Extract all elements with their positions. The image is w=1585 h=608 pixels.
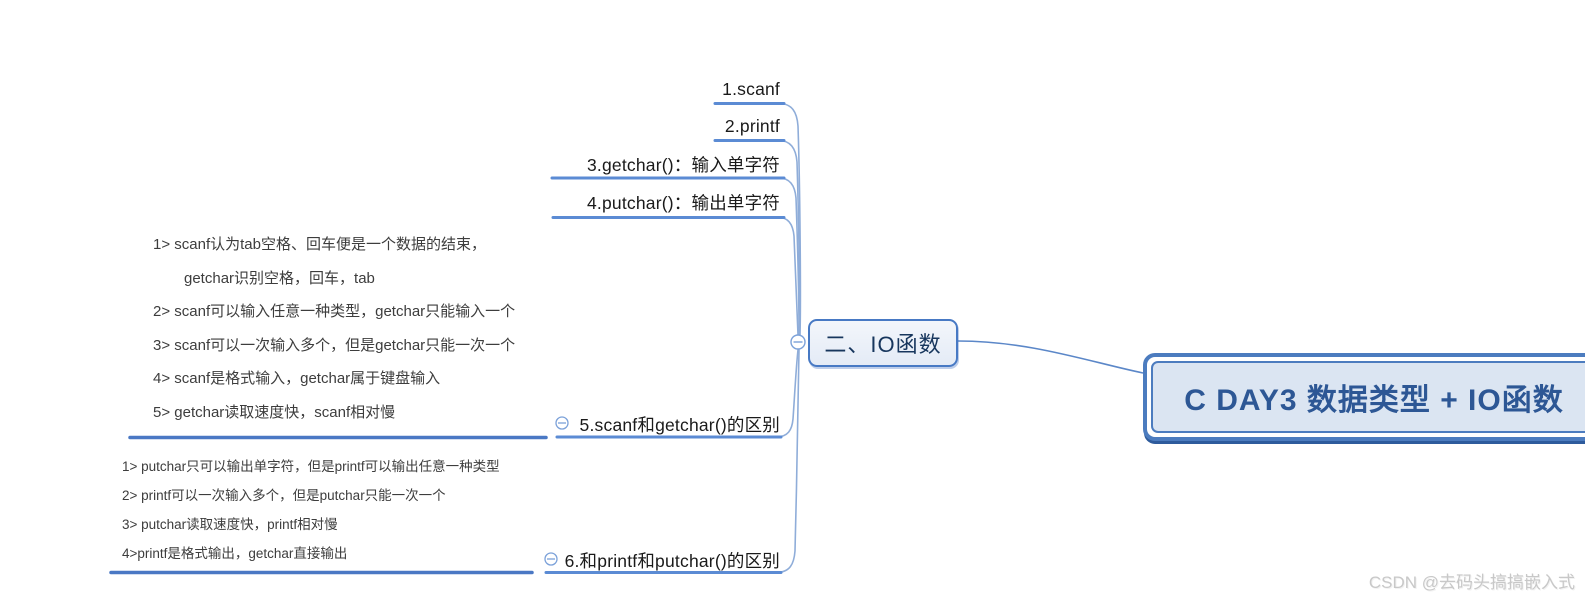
note-line: 1> scanf认为tab空格、回车便是一个数据的结束，: [153, 236, 486, 253]
note-line: 4> scanf是格式输入，getchar属于键盘输入: [153, 370, 441, 387]
center-to-main-connector: [957, 340, 1144, 374]
root-topic[interactable]: C DAY3 数据类型 + IO函数: [1143, 353, 1585, 441]
note-line: getchar识别空格，回车，tab: [184, 269, 375, 287]
branch-curve-diff-scanf-getchar: [556, 349, 799, 438]
note-line: 5> getchar读取速度快，scanf相对慢: [153, 403, 396, 421]
note-line: 2> scanf可以输入任意一种类型，getchar只能输入一个: [153, 303, 516, 320]
notes-scanf-getchar[interactable]: 1> scanf认为tab空格、回车便是一个数据的结束， getchar识别空格…: [153, 228, 515, 429]
note-line: 3> putchar读取速度快，printf相对慢: [122, 517, 338, 532]
topic-printf[interactable]: 2.printf: [724, 116, 780, 136]
branch-curves: [545, 102, 802, 574]
topic-scanf[interactable]: 1.scanf: [722, 79, 780, 99]
branch-curve-printf: [714, 139, 801, 336]
note-line: 2> printf可以一次输入多个，但是putchar只能一次一个: [122, 488, 446, 503]
topic-diff-scanf-getchar[interactable]: 5.scanf和getchar()的区别: [579, 415, 780, 435]
collapse-minus-icon-diff-printf-putchar[interactable]: [544, 552, 558, 566]
notes-printf-putchar[interactable]: 1> putchar只可以输出单字符，但是printf可以输出任意一种类型 2>…: [122, 452, 500, 568]
notes-underlines: [109, 435, 548, 575]
branch-curve-putchar: [552, 216, 799, 336]
note-line: 1> putchar只可以输出单字符，但是printf可以输出任意一种类型: [122, 459, 500, 474]
topic-diff-printf-putchar[interactable]: 6.和printf和putchar()的区别: [564, 551, 780, 571]
topic-putchar[interactable]: 4.putchar()：输出单字符: [586, 193, 780, 213]
note-line: 3> scanf可以一次输入多个，但是getchar只能一次一个: [153, 336, 516, 354]
note-line: 4>printf是格式输出，getchar直接输出: [122, 546, 348, 561]
topic-underlines: [544, 102, 786, 574]
root-topic-label: C DAY3 数据类型 + IO函数: [1184, 384, 1564, 417]
topic-io-functions-label: 二、IO函数: [824, 332, 942, 357]
csdn-watermark: CSDN @去码头搞搞嵌入式: [1368, 573, 1575, 592]
branch-curve-diff-printf-putchar: [545, 349, 800, 574]
root-topic-inner: C DAY3 数据类型 + IO函数: [1151, 361, 1585, 433]
topic-io-functions[interactable]: 二、IO函数: [808, 319, 958, 367]
topic-getchar[interactable]: 3.getchar()：输入单字符: [586, 155, 780, 175]
collapse-minus-icon-center[interactable]: [790, 334, 806, 350]
branch-curve-getchar: [551, 177, 800, 336]
collapse-minus-icon-diff-scanf-getchar[interactable]: [555, 416, 569, 430]
